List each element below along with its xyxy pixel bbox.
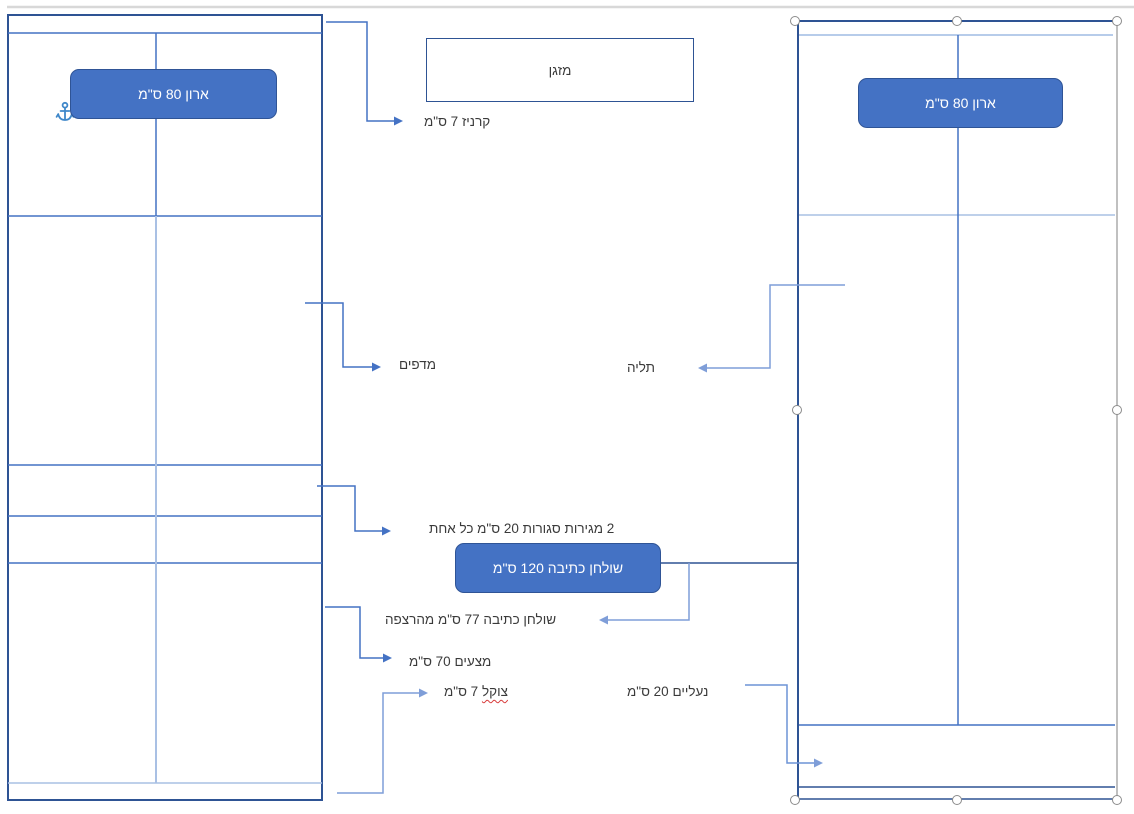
selection-handle-top-middle[interactable] [952,16,962,26]
anchor-icon [55,101,75,121]
left-cabinet-title: ארון 80 ס"מ [138,86,209,102]
label-plinth-misspelled-word: צוקל [481,684,508,699]
selection-handle-middle-right[interactable] [1112,405,1122,415]
connector-cornice[interactable] [326,21,403,126]
connector-drawers[interactable] [317,485,391,536]
label-drawers[interactable]: 2 מגירות סגורות 20 ס"מ כל אחת [429,521,615,536]
label-plinth[interactable]: צוקל 7 ס"מ [444,683,508,700]
label-cornice[interactable]: קרניז 7 ס"מ [424,114,491,129]
connector-plinth[interactable] [337,688,428,794]
connector-hanging[interactable] [698,284,845,373]
left-cabinet-outline[interactable] [7,14,323,801]
connector-bedding[interactable] [325,606,392,663]
selection-handle-top-right[interactable] [1112,16,1122,26]
left-cabinet-title-box[interactable]: ארון 80 ס"מ [70,69,277,119]
label-plinth-rest: 7 ס"מ [444,684,482,699]
connector-shoes[interactable] [745,684,823,768]
air-conditioner-box[interactable]: מזגן [426,38,694,102]
label-shoes[interactable]: נעליים 20 ס"מ [627,684,709,699]
right-cabinet-title-box[interactable]: ארון 80 ס"מ [858,78,1063,128]
selection-handle-bottom-middle[interactable] [952,795,962,805]
selection-handle-middle-left[interactable] [792,405,802,415]
label-hanging[interactable]: תליה [627,360,656,375]
connector-shelves[interactable] [305,302,381,372]
selection-handle-bottom-right[interactable] [1112,795,1122,805]
desk-label: שולחן כתיבה 120 ס"מ [492,560,624,576]
right-cabinet-title: ארון 80 ס"מ [925,95,996,111]
desk-box[interactable]: שולחן כתיבה 120 ס"מ [455,543,661,593]
label-shelves[interactable]: מדפים [399,357,436,372]
selection-handle-top-left[interactable] [790,16,800,26]
label-desk-height[interactable]: שולחן כתיבה 77 ס"מ מהרצפה [385,612,557,627]
selection-handle-bottom-left[interactable] [790,795,800,805]
right-cabinet-outline[interactable] [795,20,1118,800]
connector-desk-height[interactable] [599,563,690,625]
label-bedding[interactable]: מצעים 70 ס"מ [409,654,492,669]
air-conditioner-label: מזגן [548,62,572,78]
